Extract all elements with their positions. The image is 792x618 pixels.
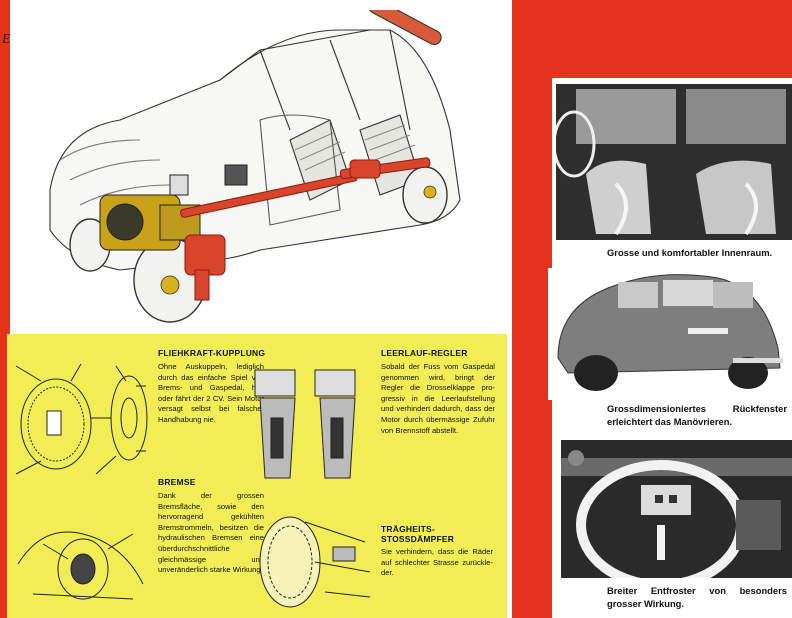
clutch-diagram [15, 363, 148, 475]
clutch-title: FLIEHKRAFT-KUPPLUNG [158, 348, 266, 358]
rear-car-photo [548, 268, 792, 400]
car-cutaway-illustration [49, 10, 461, 323]
left-red-strip [0, 0, 10, 618]
dashboard-photo-image [561, 440, 792, 578]
idle-regulator-diagram [254, 369, 356, 479]
brake-title: BREMSE [158, 477, 196, 487]
interior-photo [556, 84, 792, 240]
rear-window-caption: Grossdimensioniertes Rückfenster erleich… [607, 403, 787, 427]
technical-features-box: FLIEHKRAFT-KUPPLUNG Ohne Auskuppeln, led… [7, 334, 507, 618]
shock-absorber-title-line2: STOSSDÄMPFER [381, 534, 455, 544]
defroster-caption: Breiter Entfroster von besonders grosser… [607, 585, 787, 609]
shock-absorber-title-line1: TRÄGHEITS- [381, 524, 435, 534]
shock-absorber-diagram [259, 516, 371, 608]
interior-photo-image [556, 84, 792, 240]
rear-car-photo-image [557, 274, 783, 391]
brake-text: Dank der grossen Bremsfläche, sowie den … [158, 491, 264, 575]
interior-caption: Grosse und komfortabler Innenraum. [607, 247, 773, 258]
dashboard-photo [561, 440, 792, 578]
right-red-top [552, 0, 792, 78]
brake-diagram [17, 531, 144, 600]
shock-absorber-text: Sie verhindern, dass die Räder auf schle… [381, 547, 493, 578]
center-red-band [512, 0, 552, 618]
idle-regulator-title: LEERLAUF-REGLER [381, 348, 468, 358]
corner-letter: E [2, 32, 11, 47]
idle-regulator-text: Sobald der Fuss vom Gaspedal genommen wi… [381, 362, 495, 435]
clutch-text: Ohne Auskuppeln, ledi­glich durch das ei… [158, 362, 264, 424]
